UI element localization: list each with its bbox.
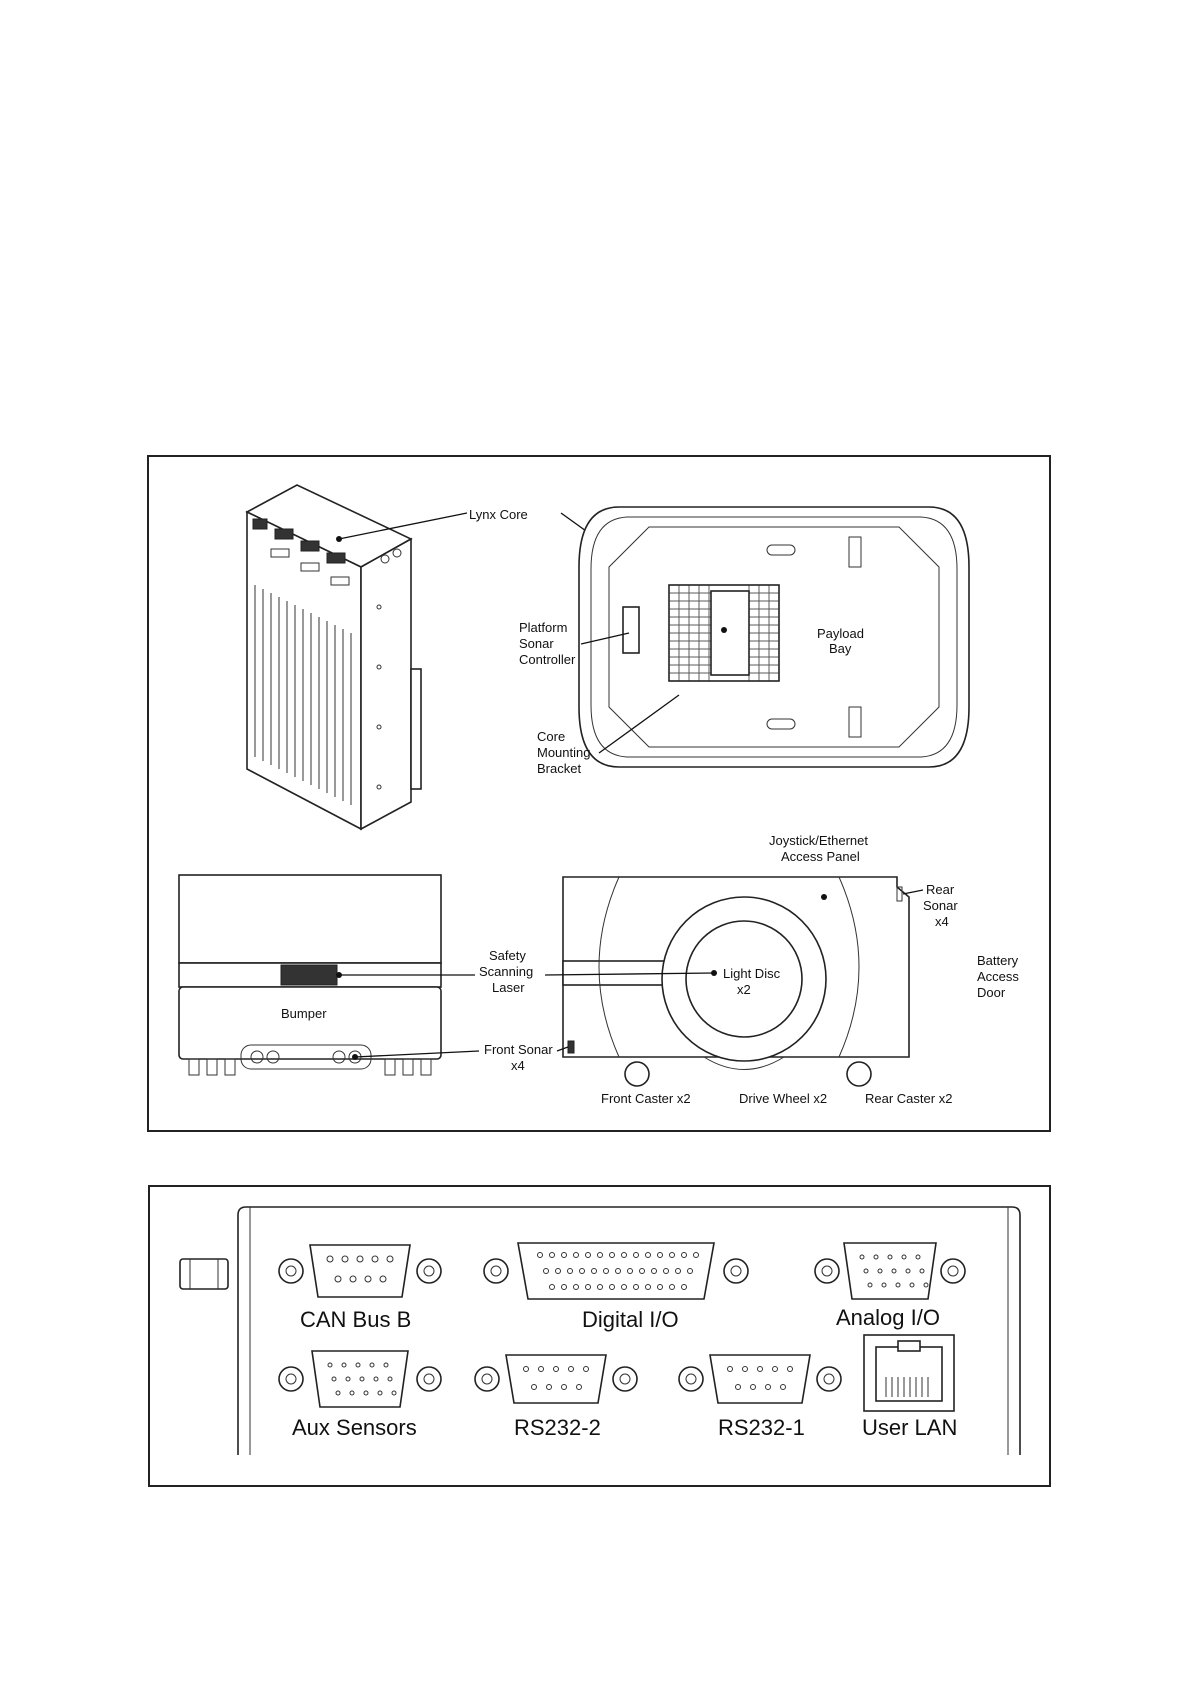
safety-laser-label-line1: Safety: [489, 948, 526, 963]
payload-bay-label-line2: Bay: [829, 641, 852, 656]
front-sonar-label-line1: Front Sonar: [484, 1042, 553, 1057]
connector-panel-drawing: CAN Bus B Digital I/O: [179, 1206, 1021, 1455]
light-disc-label-line1: Light Disc: [723, 966, 781, 981]
rear-sonar-label-line3: x4: [935, 914, 949, 929]
analog-io-label: Analog I/O: [836, 1305, 940, 1330]
robot-views-drawing: Lynx Core Payload Bay Platform Sonar: [178, 484, 1019, 1106]
battery-door-label-line1: Battery: [977, 953, 1019, 968]
robot-views-figure: Lynx Core Payload Bay Platform Sonar: [147, 455, 1051, 1132]
safety-laser-label-line3: Laser: [492, 980, 525, 995]
drive-wheel-label: Drive Wheel x2: [739, 1091, 827, 1106]
rear-caster-label: Rear Caster x2: [865, 1091, 952, 1106]
core-mounting-bracket-label-line1: Core: [537, 729, 565, 744]
light-disc-label-line2: x2: [737, 982, 751, 997]
rear-sonar-label-line2: Sonar: [923, 898, 958, 913]
bumper-label: Bumper: [281, 1006, 327, 1021]
digital-io-label: Digital I/O: [582, 1307, 679, 1332]
rear-sonar-label-line1: Rear: [926, 882, 955, 897]
digital-io-connector: [483, 1242, 749, 1300]
battery-door-label-line3: Door: [977, 985, 1006, 1000]
lynx-core-drawing: [245, 484, 422, 831]
rs232-1-label: RS232-1: [718, 1415, 805, 1440]
user-lan-label: User LAN: [862, 1415, 957, 1440]
rs232-2-connector: [474, 1354, 638, 1404]
rs232-1-connector: [678, 1354, 842, 1404]
platform-sonar-controller-label-line2: Sonar: [519, 636, 554, 651]
platform-front-view-drawing: [178, 874, 442, 1076]
can-bus-b-label: CAN Bus B: [300, 1307, 411, 1332]
joystick-panel-label-line2: Access Panel: [781, 849, 860, 864]
safety-laser-label-line2: Scanning: [479, 964, 533, 979]
core-mounting-bracket-label-line3: Bracket: [537, 761, 581, 776]
connector-panel-figure: CAN Bus B Digital I/O: [148, 1185, 1051, 1487]
core-mounting-bracket-label-line2: Mounting: [537, 745, 590, 760]
platform-side-view-drawing: [562, 876, 910, 1087]
payload-bay-label-line1: Payload: [817, 626, 864, 641]
lynx-core-label: Lynx Core: [469, 507, 528, 522]
can-bus-b-connector: [278, 1244, 442, 1298]
rs232-2-label: RS232-2: [514, 1415, 601, 1440]
analog-io-connector: [814, 1242, 966, 1300]
aux-sensors-connector: [278, 1350, 442, 1408]
battery-door-label-line2: Access: [977, 969, 1019, 984]
platform-top-view-drawing: [578, 506, 970, 768]
aux-sensors-label: Aux Sensors: [292, 1415, 417, 1440]
front-caster-label: Front Caster x2: [601, 1091, 691, 1106]
platform-sonar-controller-label-line1: Platform: [519, 620, 567, 635]
front-sonar-label-line2: x4: [511, 1058, 525, 1073]
joystick-panel-label-line1: Joystick/Ethernet: [769, 833, 868, 848]
platform-sonar-controller-label-line3: Controller: [519, 652, 576, 667]
user-lan-connector: [863, 1334, 955, 1412]
